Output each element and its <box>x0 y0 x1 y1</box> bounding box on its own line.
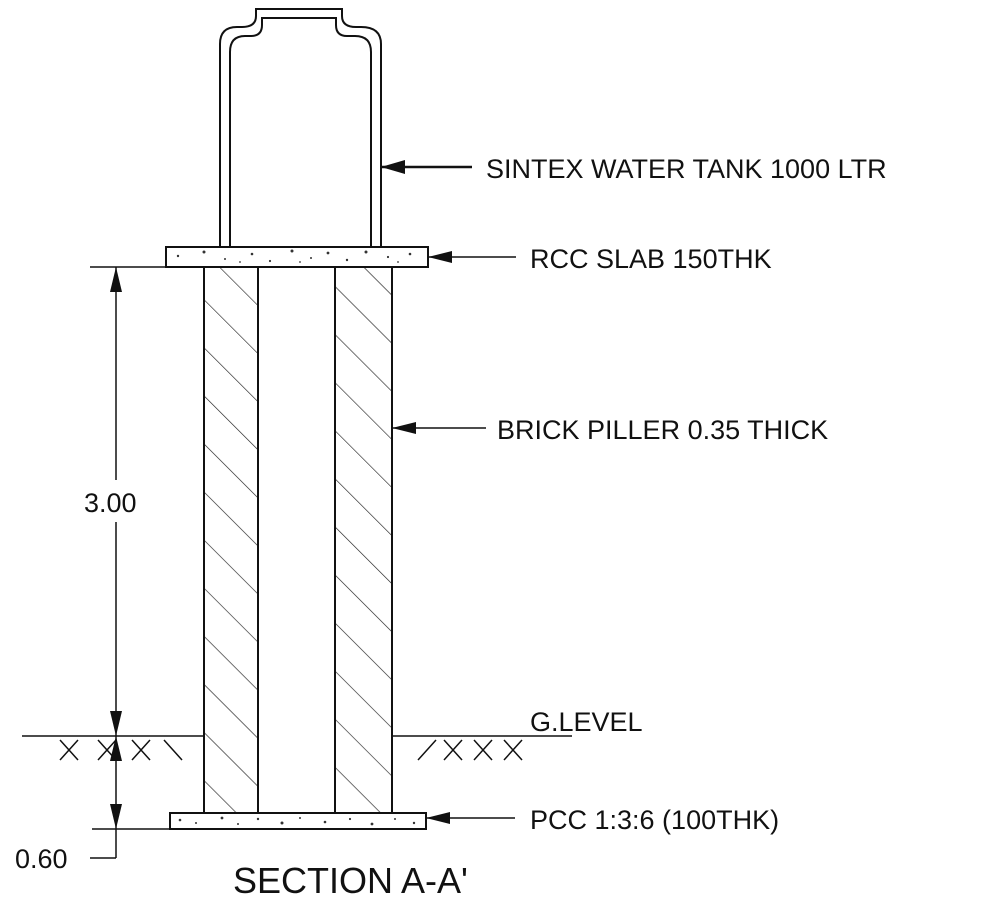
label-pcc: PCC 1:3:6 (100THK) <box>530 805 779 835</box>
dimension-height: 3.00 <box>84 488 137 518</box>
brick-pillar-right <box>334 266 393 814</box>
pcc-base <box>169 812 427 830</box>
ground-level <box>22 735 572 761</box>
leader-tank <box>381 160 472 174</box>
section-title: SECTION A-A' <box>233 860 468 901</box>
label-ground-level: G.LEVEL <box>530 707 643 737</box>
dimension-depth: 0.60 <box>15 844 68 874</box>
leader-pillar <box>392 422 486 434</box>
rcc-slab <box>165 246 429 268</box>
leader-pcc <box>426 812 515 824</box>
brick-pillar-left <box>203 266 259 814</box>
label-pillar: BRICK PILLER 0.35 THICK <box>497 415 828 445</box>
water-tank <box>219 8 382 268</box>
leader-slab <box>428 251 516 263</box>
label-tank: SINTEX WATER TANK 1000 LTR <box>486 154 887 184</box>
label-slab: RCC SLAB 150THK <box>530 244 772 274</box>
dimension-line <box>90 266 204 859</box>
